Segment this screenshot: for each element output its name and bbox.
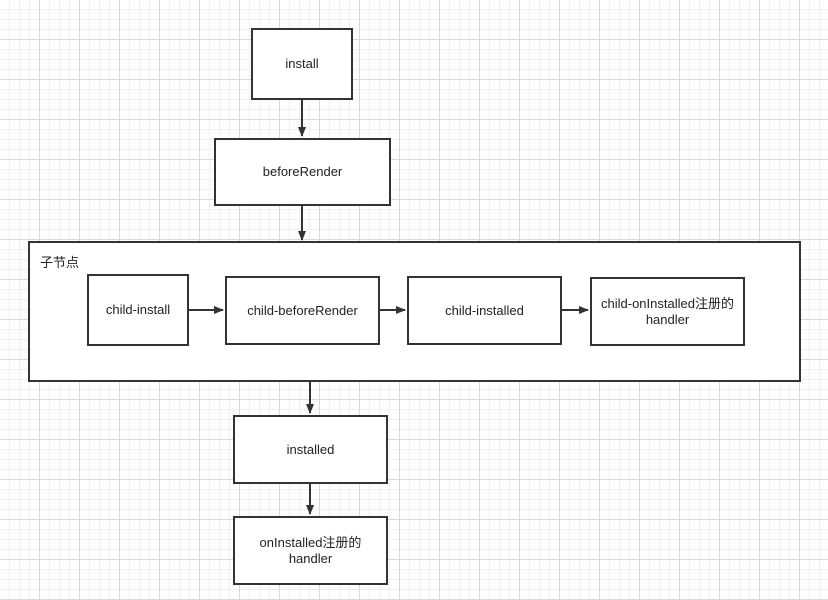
node-installed-label: installed	[286, 441, 335, 457]
node-install-label: install	[285, 56, 319, 71]
node-child-installed-label: child-installed	[445, 302, 524, 318]
node-install[interactable]: install	[251, 28, 353, 100]
node-child-on-installed-handler[interactable]: child-onInstalled注册的handler	[590, 277, 745, 346]
group-title: 子节点	[40, 255, 80, 270]
node-on-installed-handler[interactable]: onInstalled注册的handler	[233, 516, 388, 585]
node-before-render[interactable]: beforeRender	[214, 138, 391, 206]
node-child-installed[interactable]: child-installed	[407, 276, 562, 345]
node-on-installed-handler-label: onInstalled注册的handler	[259, 534, 362, 566]
node-child-before-render[interactable]: child-beforeRender	[225, 276, 380, 345]
node-child-install[interactable]: child-install	[87, 274, 189, 346]
node-installed[interactable]: installed	[233, 415, 388, 484]
node-child-install-label: child-install	[105, 302, 171, 317]
node-before-render-label: beforeRender	[262, 164, 343, 179]
node-child-on-installed-handler-label: child-onInstalled注册的handler	[601, 295, 734, 327]
node-child-before-render-label: child-beforeRender	[247, 302, 358, 318]
